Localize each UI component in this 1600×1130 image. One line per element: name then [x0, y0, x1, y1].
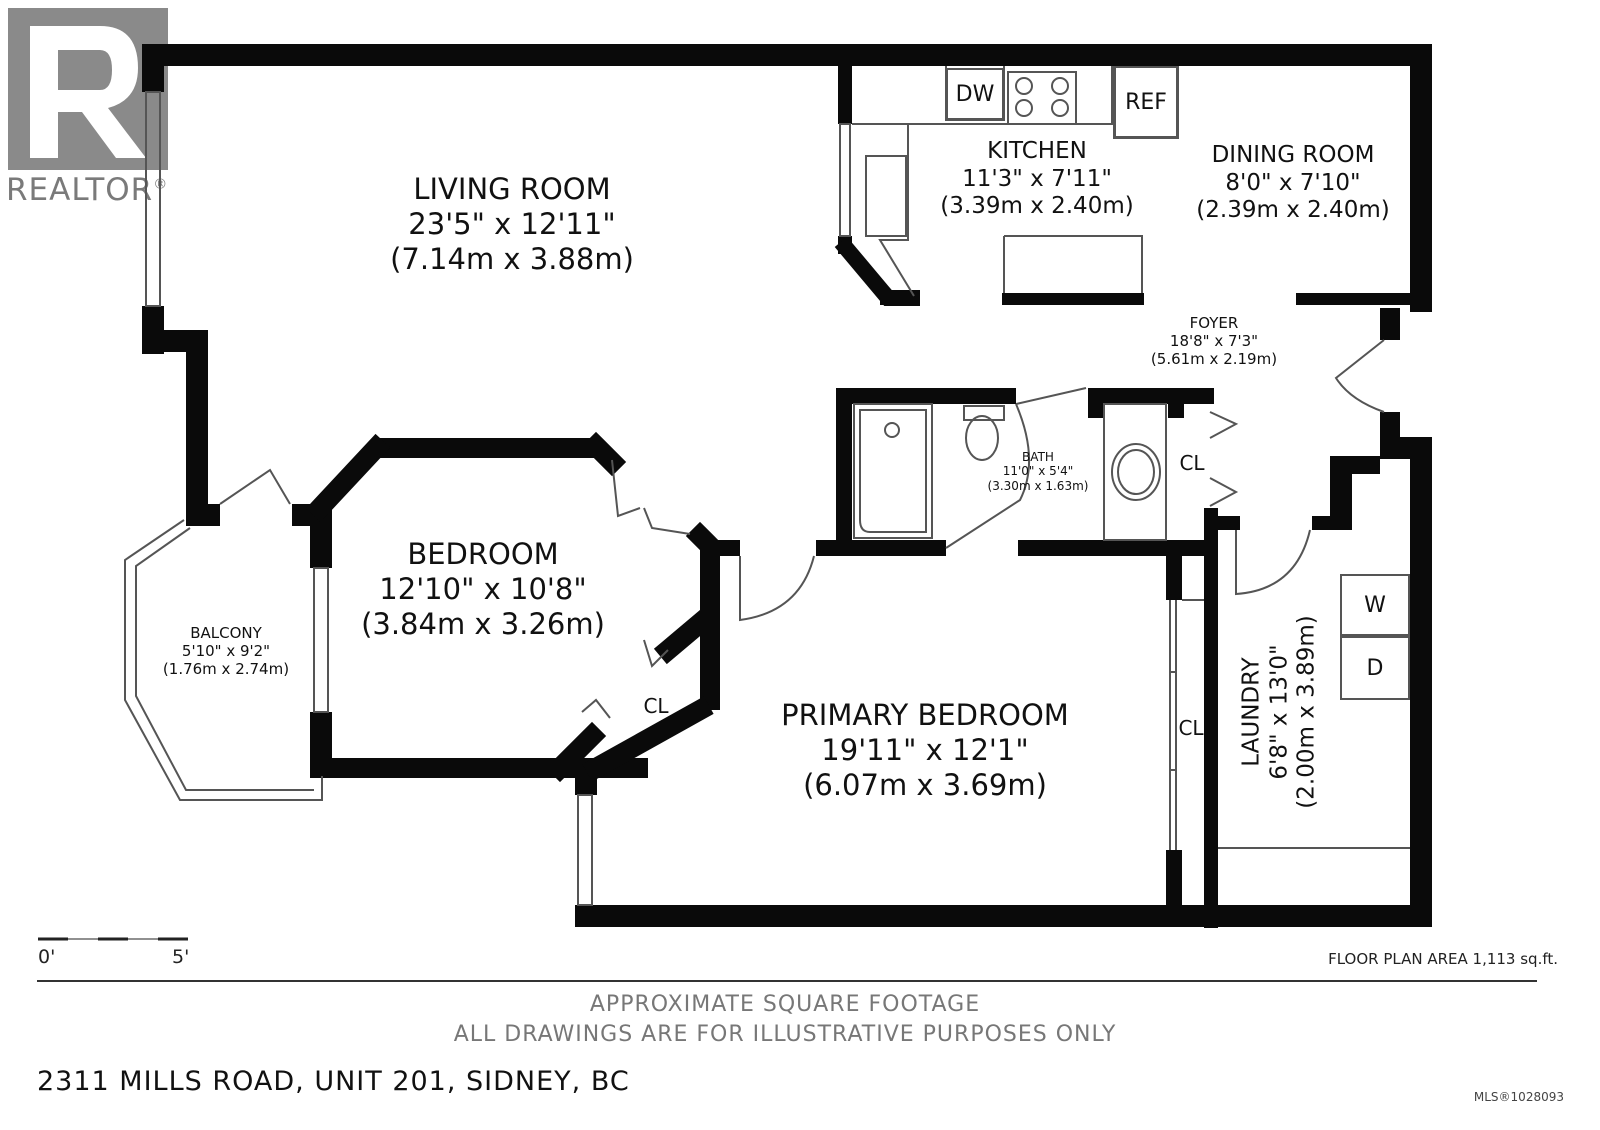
floor-plan-area: FLOOR PLAN AREA 1,113 sq.ft. — [1328, 950, 1558, 968]
closet-label-primary: CL — [1178, 716, 1204, 740]
room-bedroom: BEDROOM 12'10" x 10'8" (3.84m x 3.26m) — [361, 537, 605, 641]
room-laundry: LAUNDRY 6'8" x 13'0" (2.00m x 3.89m) — [1239, 615, 1322, 808]
room-name: BATH — [1022, 450, 1054, 464]
room-dining: DINING ROOM 8'0" x 7'10" (2.39m x 2.40m) — [1196, 142, 1389, 225]
room-dims: 5'10" x 9'2" — [181, 642, 271, 660]
room-metric: (5.61m x 2.19m) — [1150, 350, 1278, 368]
room-name: FOYER — [1189, 314, 1239, 332]
washer-icon: W — [1340, 574, 1410, 636]
room-name: BALCONY — [190, 624, 262, 642]
room-bath: BATH 11'0" x 5'4" (3.30m x 1.63m) — [988, 450, 1089, 493]
room-metric: (6.07m x 3.69m) — [803, 767, 1047, 802]
room-dims: 23'5" x 12'11" — [408, 206, 616, 241]
room-dims: 6'8" x 13'0" — [1266, 644, 1293, 780]
room-living: LIVING ROOM 23'5" x 12'11" (7.14m x 3.88… — [390, 172, 634, 276]
dryer-icon: D — [1340, 636, 1410, 700]
room-dims: 18'8" x 7'3" — [1169, 332, 1259, 350]
closet-label-bath: CL — [1179, 451, 1205, 475]
mls-number: MLS®1028093 — [1473, 1090, 1564, 1104]
room-primary-bedroom: PRIMARY BEDROOM 19'11" x 12'1" (6.07m x … — [781, 698, 1069, 802]
scale-bar-icon — [38, 937, 188, 941]
room-name: LAUNDRY — [1238, 657, 1265, 767]
room-kitchen: KITCHEN 11'3" x 7'11" (3.39m x 2.40m) — [940, 138, 1133, 221]
property-address: 2311 MILLS ROAD, UNIT 201, SIDNEY, BC — [37, 1066, 630, 1097]
room-metric: (7.14m x 3.88m) — [390, 241, 634, 276]
room-metric: (1.76m x 2.74m) — [162, 660, 290, 678]
room-dims: 11'3" x 7'11" — [962, 165, 1112, 192]
room-metric: (3.30m x 1.63m) — [987, 478, 1089, 493]
room-metric: (3.84m x 3.26m) — [361, 606, 605, 641]
footer-divider — [37, 980, 1537, 982]
room-name: LIVING ROOM — [413, 172, 611, 206]
refrigerator-icon: REF — [1114, 66, 1178, 138]
dishwasher-icon: DW — [946, 68, 1004, 120]
scale-start: 0' — [38, 946, 56, 968]
note-approximate: APPROXIMATE SQUARE FOOTAGE — [589, 992, 981, 1017]
room-dims: 11'0" x 5'4" — [1002, 464, 1074, 479]
room-balcony: BALCONY 5'10" x 9'2" (1.76m x 2.74m) — [163, 624, 289, 678]
room-metric: (2.00m x 3.89m) — [1293, 615, 1320, 809]
room-dims: 8'0" x 7'10" — [1225, 169, 1361, 196]
note-illustrative: ALL DRAWINGS ARE FOR ILLUSTRATIVE PURPOS… — [453, 1022, 1117, 1047]
room-dims: 12'10" x 10'8" — [379, 571, 587, 606]
scale-end: 5' — [172, 946, 190, 968]
closet-label-bedroom: CL — [643, 694, 669, 718]
room-name: KITCHEN — [987, 138, 1087, 164]
room-name: BEDROOM — [407, 537, 559, 571]
room-name: PRIMARY BEDROOM — [781, 698, 1069, 732]
room-metric: (2.39m x 2.40m) — [1196, 197, 1390, 224]
room-foyer: FOYER 18'8" x 7'3" (5.61m x 2.19m) — [1151, 314, 1277, 368]
room-dims: 19'11" x 12'1" — [821, 732, 1029, 767]
realtor-logo-text: REALTOR® — [6, 172, 169, 208]
room-metric: (3.39m x 2.40m) — [940, 193, 1134, 220]
room-name: DINING ROOM — [1211, 142, 1375, 168]
floor-plan-drawing — [124, 44, 1432, 928]
realtor-logo-icon — [8, 8, 168, 170]
